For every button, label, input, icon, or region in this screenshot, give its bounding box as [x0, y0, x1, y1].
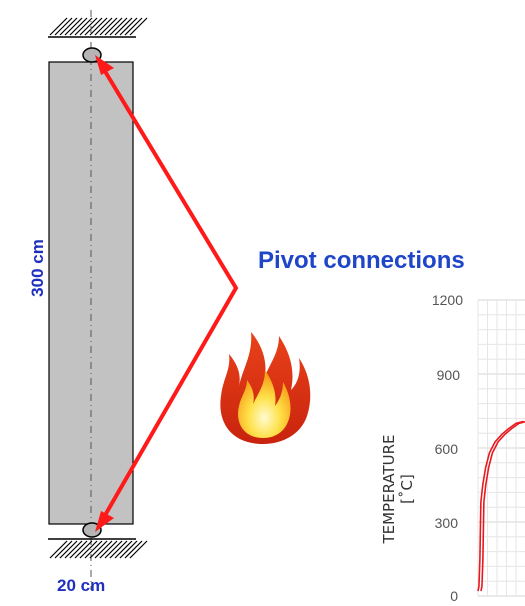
- temperature-curve: [480, 420, 525, 592]
- hatch-line: [104, 540, 123, 559]
- hatch-line: [84, 540, 103, 559]
- hatch-line: [64, 17, 83, 36]
- hatch-line: [119, 540, 138, 559]
- pivot-connections-label: Pivot connections: [258, 247, 465, 274]
- hatch-line: [59, 17, 78, 36]
- arrowhead-top: [95, 55, 114, 75]
- hatch-line: [129, 540, 148, 559]
- hatch-line: [94, 540, 113, 559]
- hatch-line: [59, 540, 78, 559]
- column-height-label: 300 cm: [28, 239, 47, 297]
- y-tick-label: 600: [434, 441, 458, 457]
- hatch-line: [54, 540, 73, 559]
- hatch-line: [69, 540, 88, 559]
- pivot-arrows: [95, 55, 239, 532]
- hatch-line: [124, 17, 143, 36]
- hatch-line: [104, 17, 123, 36]
- hatch-line: [99, 540, 118, 559]
- arrowhead-bottom: [95, 511, 114, 532]
- hatch-line: [84, 17, 103, 36]
- chart-y-axis-label: TEMPERATURE [˚C]: [380, 434, 416, 544]
- chart-series: [477, 420, 525, 592]
- hatch-line: [74, 17, 93, 36]
- top-support: [48, 17, 148, 38]
- hatch-line: [89, 540, 108, 559]
- hatch-line: [114, 540, 133, 559]
- hatch-line: [49, 540, 68, 559]
- temperature-curve: [477, 420, 524, 592]
- hatch-line: [89, 17, 108, 36]
- bottom-pin: [82, 522, 102, 538]
- chart-grid: [477, 299, 525, 597]
- fire-icon: [220, 332, 311, 444]
- flame-inner: [238, 370, 291, 438]
- hatch-line: [79, 540, 98, 559]
- hatched-fixed-support-icon: [49, 540, 148, 559]
- pivot-arrow-line: [98, 61, 239, 525]
- y-tick-label: 900: [436, 367, 460, 383]
- hatch-line: [74, 540, 93, 559]
- hatch-line: [64, 540, 83, 559]
- column-width-label: 20 cm: [57, 576, 106, 595]
- hatch-line: [69, 17, 88, 36]
- y-tick-label: 0: [450, 588, 458, 604]
- hatch-line: [49, 17, 68, 36]
- hatch-line: [124, 540, 143, 559]
- y-tick-label: 300: [434, 515, 458, 531]
- hatch-line: [114, 17, 133, 36]
- hatch-line: [109, 17, 128, 36]
- hatch-line: [119, 17, 138, 36]
- temperature-chart: [477, 299, 525, 597]
- y-tick-label: 1200: [431, 292, 463, 308]
- hatch-line: [94, 17, 113, 36]
- bottom-support: [48, 538, 148, 559]
- hatch-line: [99, 17, 118, 36]
- hatch-line: [54, 17, 73, 36]
- hatch-line: [79, 17, 98, 36]
- hatched-fixed-support-icon: [49, 17, 148, 36]
- hatch-line: [109, 540, 128, 559]
- hatch-line: [129, 17, 148, 36]
